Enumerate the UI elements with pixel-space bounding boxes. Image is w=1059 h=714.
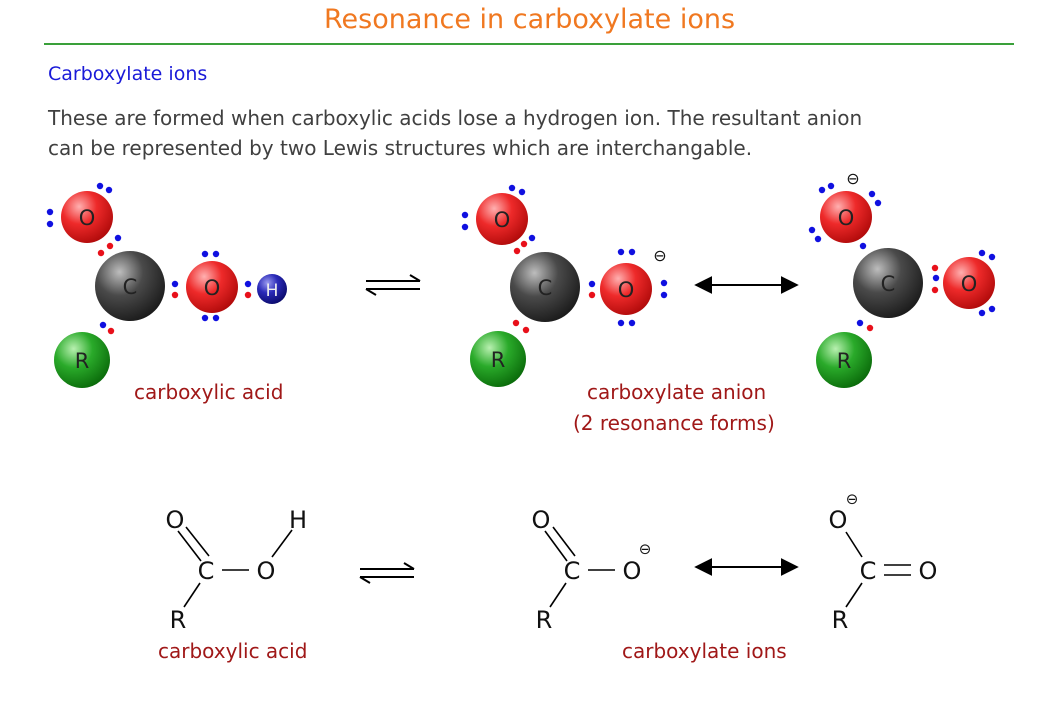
bond-c-r: [183, 582, 201, 608]
caption-skeletal-acid: carboxylic acid: [158, 639, 308, 663]
intro-line-2: can be represented by two Lewis structur…: [48, 136, 753, 160]
lone-pair-electrons: [808, 182, 996, 327]
atom-label-r: R: [170, 606, 187, 634]
skeletal-carboxylate-form-2-labels: O C O R ⊖: [829, 490, 938, 634]
atom-oxygen-double-bonded: O: [943, 257, 995, 309]
atom-label-o: O: [623, 557, 642, 585]
atom-r-group: R: [816, 332, 872, 388]
svg-text:C: C: [538, 276, 553, 300]
caption-models-anion-line-2: (2 resonance forms): [573, 411, 775, 435]
bond-c-o-single: [845, 531, 863, 558]
atom-oxygen-hydroxyl: O: [186, 261, 238, 313]
atom-label-o: O: [919, 557, 938, 585]
skeletal-carboxylate-form-2: [845, 531, 911, 608]
bond-c-r: [845, 582, 863, 608]
atom-label-o: O: [257, 557, 276, 585]
atom-carbon: C: [853, 248, 923, 318]
bond-double-2: [185, 526, 210, 557]
page-title: Resonance in carboxylate ions: [323, 4, 736, 35]
atom-label-r: R: [832, 606, 849, 634]
atom-label-r: R: [536, 606, 553, 634]
atom-carbon: C: [95, 251, 165, 321]
atom-oxygen-carbonyl: O: [61, 191, 113, 243]
negative-charge-icon: ⊖: [846, 490, 859, 508]
svg-text:R: R: [491, 348, 506, 372]
skeletal-carboxylate-form-1-labels: O C O R ⊖: [532, 506, 652, 634]
bond-electrons: [866, 264, 939, 332]
lone-pair-electrons: [46, 182, 252, 329]
intro-line-1: These are formed when carboxylic acids l…: [48, 106, 863, 130]
caption-models-acid: carboxylic acid: [134, 380, 284, 404]
svg-text:C: C: [881, 272, 896, 296]
intro-paragraph: These are formed when carboxylic acids l…: [48, 103, 978, 163]
lone-pair-electrons: [461, 184, 668, 327]
caption-skeletal-ions: carboxylate ions: [622, 639, 787, 663]
atom-carbon: C: [510, 252, 580, 322]
svg-text:H: H: [266, 281, 279, 301]
svg-text:R: R: [75, 349, 90, 373]
bond-double-1: [544, 530, 568, 562]
svg-text:O: O: [204, 276, 221, 300]
skeletal-carboxylic-acid-labels: O C O H R: [166, 506, 307, 634]
skeletal-carboxylate-form-1: [544, 526, 615, 608]
svg-text:R: R: [837, 349, 852, 373]
atom-label-o: O: [166, 506, 185, 534]
equilibrium-arrows-models: [365, 274, 421, 296]
atom-oxygen-double-bonded: O: [476, 193, 528, 245]
atom-label-c: C: [860, 557, 877, 585]
equilibrium-arrows-skeletal: [359, 562, 415, 584]
model-carboxylic-acid: R C O O H: [46, 182, 287, 388]
atom-label-c: C: [564, 557, 581, 585]
svg-text:O: O: [79, 206, 96, 230]
atom-r-group: R: [470, 331, 526, 387]
atom-r-group: R: [54, 332, 110, 388]
atom-label-c: C: [198, 557, 215, 585]
atom-label-o: O: [532, 506, 551, 534]
svg-text:O: O: [838, 206, 855, 230]
svg-text:O: O: [618, 278, 635, 302]
atom-label-o: O: [829, 506, 848, 534]
bond-o-h: [271, 529, 293, 558]
skeletal-carboxylic-acid: [177, 526, 293, 608]
section-heading: Carboxylate ions: [48, 63, 208, 85]
svg-text:C: C: [123, 275, 138, 299]
atom-oxygen-charged: O: [600, 263, 652, 315]
bond-electrons: [97, 242, 252, 335]
atom-hydrogen: H: [257, 274, 287, 304]
svg-text:O: O: [494, 208, 511, 232]
bond-electrons: [512, 240, 596, 334]
negative-charge-icon: ⊖: [846, 169, 859, 188]
negative-charge-icon: ⊖: [639, 540, 652, 558]
bond-double-1: [177, 530, 202, 562]
model-carboxylate-form-1: R C O O ⊖: [461, 184, 668, 387]
svg-text:O: O: [961, 272, 978, 296]
bond-c-r: [549, 582, 567, 608]
model-carboxylate-form-2: R C O ⊖ O: [808, 169, 996, 388]
negative-charge-icon: ⊖: [653, 246, 666, 265]
title-divider: [44, 43, 1014, 45]
bond-double-2: [552, 526, 576, 557]
caption-models-anion-line-1: carboxylate anion: [587, 380, 767, 404]
atom-oxygen-charged: O: [820, 191, 872, 243]
atom-label-h: H: [289, 506, 307, 534]
